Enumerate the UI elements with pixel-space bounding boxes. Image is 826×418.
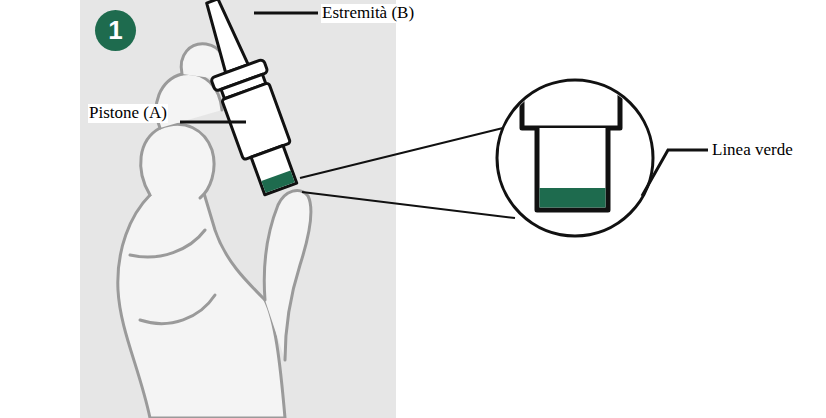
magnifier-circle bbox=[497, 80, 653, 236]
magnified-plunger bbox=[522, 70, 620, 210]
step-badge: 1 bbox=[95, 10, 136, 51]
plunger bbox=[251, 146, 297, 195]
leader-line bbox=[180, 121, 246, 124]
zoom-line bbox=[300, 128, 503, 178]
leader-line bbox=[254, 12, 318, 15]
part-label: Estremità (B) bbox=[321, 4, 415, 23]
hand bbox=[118, 44, 311, 418]
step-number: 1 bbox=[108, 15, 122, 46]
part-label: Pistone (A) bbox=[88, 104, 168, 123]
zoom-line bbox=[302, 192, 515, 218]
tip bbox=[201, 0, 248, 73]
part-label: Linea verde bbox=[711, 141, 794, 160]
green-line bbox=[261, 170, 294, 192]
nasal-applicator bbox=[186, 0, 307, 199]
leader-line bbox=[642, 150, 708, 196]
